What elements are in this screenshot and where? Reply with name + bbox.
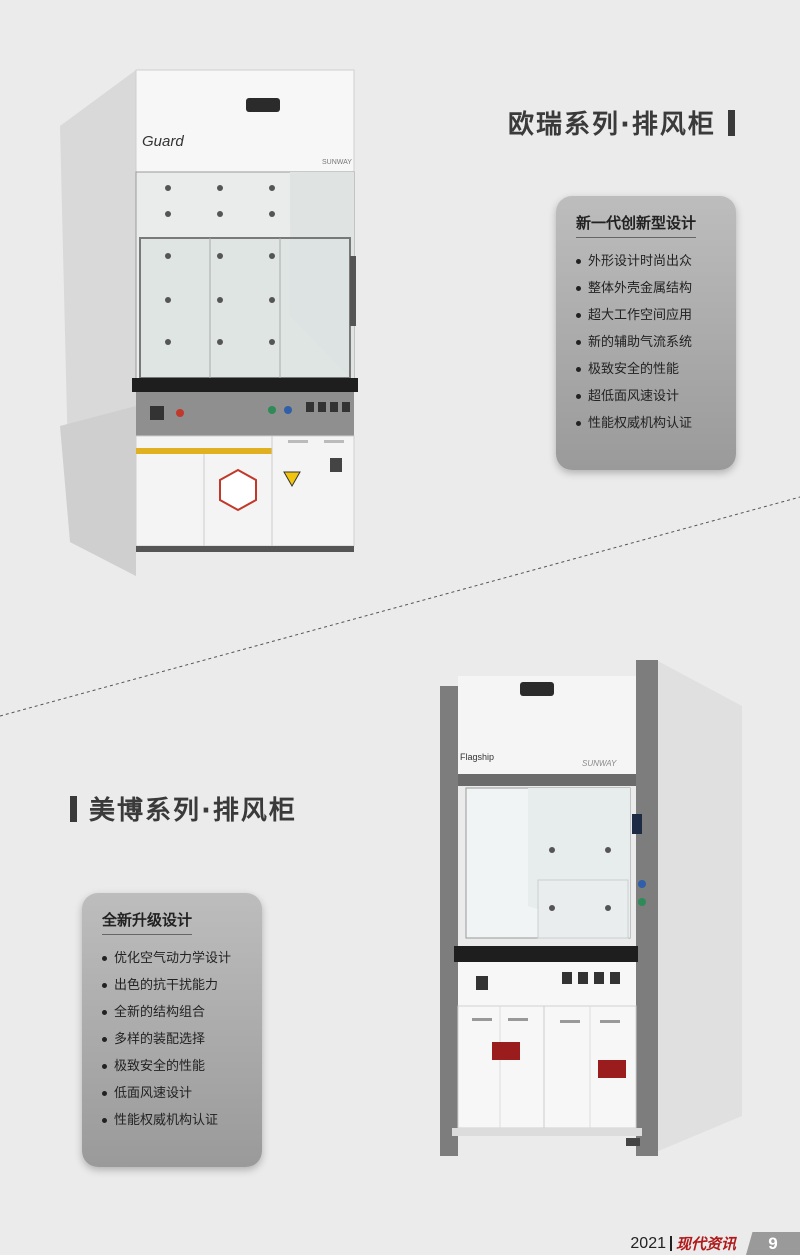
list-item: 性能权威机构认证 [102,1107,262,1134]
list-item: 全新的结构组合 [102,999,262,1026]
footer-magazine-name: 现代资讯 [675,1235,736,1253]
section-b-feature-list: 优化空气动力学设计 出色的抗干扰能力 全新的结构组合 多样的装配选择 极致安全的… [82,945,262,1134]
section-a-feature-list: 外形设计时尚出众 整体外壳金属结构 超大工作空间应用 新的辅助气流系统 极致安全… [556,248,736,437]
flagship-maker-label: SUNWAY [582,759,617,768]
section-b-features-heading: 全新升级设计 [102,909,193,935]
list-item: 超低面风速设计 [576,383,736,410]
guard-brand-label: Guard [142,133,184,150]
list-item: 超大工作空间应用 [576,302,736,329]
title-bar-mark [70,795,77,822]
page-footer: 2021 现代资讯 9 [0,1232,800,1255]
list-item: 优化空气动力学设计 [102,945,262,972]
list-item: 极致安全的性能 [102,1053,262,1080]
section-a-title-text: 欧瑞系列·排风柜 [508,110,716,140]
list-item: 性能权威机构认证 [576,410,736,437]
guard-maker-label: SUNWAY [322,159,352,166]
section-a-features-heading: 新一代创新型设计 [576,212,697,238]
list-item: 新的辅助气流系统 [576,329,736,356]
section-b-title: 美博系列·排风柜 [70,790,297,827]
section-a-feature-box: 新一代创新型设计 外形设计时尚出众 整体外壳金属结构 超大工作空间应用 新的辅助… [556,196,736,470]
page-number: 9 [746,1232,800,1255]
flagship-fume-hood-image: Flagship SUNWAY [440,660,742,1156]
flagship-brand-label: Flagship [460,752,494,762]
list-item: 低面风速设计 [102,1080,262,1107]
section-a-title: 欧瑞系列·排风柜 [508,104,735,141]
title-bar-mark [727,109,735,136]
list-item: 多样的装配选择 [102,1026,262,1053]
footer-year: 2021 [630,1234,666,1252]
list-item: 外形设计时尚出众 [576,248,736,275]
footer-separator [669,1236,672,1251]
guard-fume-hood-image: Guard SUNWAY [60,69,358,576]
list-item: 出色的抗干扰能力 [102,972,262,999]
list-item: 整体外壳金属结构 [576,275,736,302]
section-b-feature-box: 全新升级设计 优化空气动力学设计 出色的抗干扰能力 全新的结构组合 多样的装配选… [82,893,262,1167]
section-b-title-text: 美博系列·排风柜 [89,796,297,826]
list-item: 极致安全的性能 [576,356,736,383]
